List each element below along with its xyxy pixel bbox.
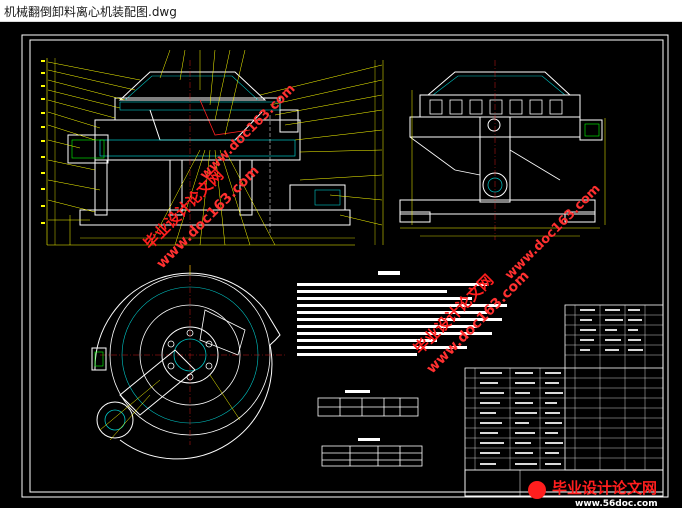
parameter-table-2 [321,445,423,467]
parts-list-table [464,304,664,497]
watermark-footer-site-name: 毕业设计论文网 [552,479,657,497]
drawing-inner-border [29,39,664,493]
watermark-1: 毕业设计论文网 www.doc163.com [140,163,262,272]
watermark-footer: 毕业设计论文网 www.56doc.com [528,479,658,508]
watermark-logo-icon [528,481,546,499]
drawing-canvas[interactable]: 毕业设计论文网 www.doc163.com www.doc163.com 毕业… [0,22,682,508]
watermark-footer-url: www.56doc.com [575,499,658,508]
plan-view [91,265,285,460]
watermark-4: www.doc163.com [502,181,603,282]
side-elevation-view [399,60,606,240]
parameter-table-1 [317,397,419,417]
technical-requirements-text [297,271,507,356]
window-title: 机械翻倒卸料离心机装配图.dwg [4,5,177,19]
front-elevation-view [41,49,384,246]
cad-drawing: 毕业设计论文网 www.doc163.com www.doc163.com 毕业… [21,34,669,508]
title-bar: 机械翻倒卸料离心机装配图.dwg [0,0,682,22]
drawing-outer-border [21,34,669,498]
watermark-url-4: www.doc163.com [502,181,603,282]
